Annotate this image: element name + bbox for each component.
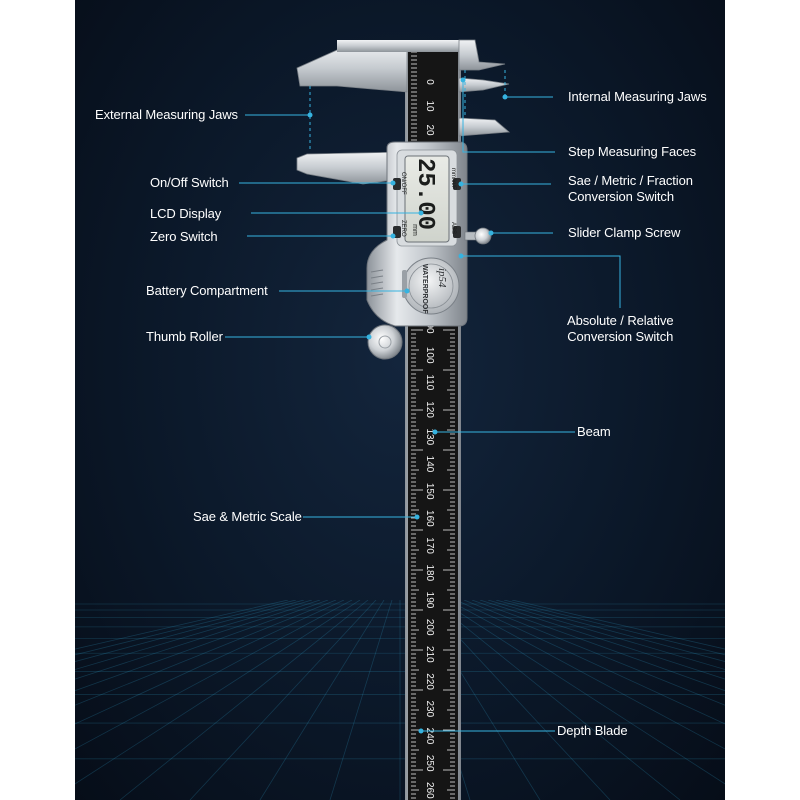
grid-line — [75, 600, 297, 656]
scale-number: 120 — [424, 401, 435, 418]
grid-line — [487, 600, 725, 670]
thumb-roller-hub — [378, 335, 392, 349]
grip-ridges — [370, 269, 384, 297]
grid-line — [503, 600, 725, 656]
mode-button-label: mm/in/F — [450, 168, 456, 190]
grid-line — [479, 600, 725, 680]
label-clamp: Slider Clamp Screw — [568, 225, 681, 240]
label-step-faces: Step Measuring Faces — [568, 144, 697, 159]
jaw-guides — [309, 70, 506, 152]
abs-button[interactable] — [453, 226, 461, 238]
grid-line — [75, 600, 305, 662]
grid-line — [75, 600, 321, 680]
scale-number: 0 — [424, 79, 435, 85]
lcd-screen[interactable] — [404, 155, 450, 243]
battery-cover-ring — [408, 263, 454, 309]
external-jaw-lower — [296, 151, 408, 185]
label-lcd: LCD Display — [150, 206, 222, 221]
scale-ticks — [411, 43, 455, 799]
mode-button[interactable] — [453, 178, 461, 190]
scale-number: 190 — [424, 592, 435, 609]
grid-line — [455, 600, 725, 725]
abs-button-label: ABS — [450, 222, 456, 234]
label-absolute-switch: Absolute / Relative Conversion Switch — [567, 313, 674, 345]
grid-line — [75, 600, 353, 750]
label-external-jaws: External Measuring Jaws — [95, 107, 238, 122]
scale-number: 100 — [424, 347, 435, 364]
label-battery: Battery Compartment — [146, 283, 268, 298]
scale-number: 110 — [424, 374, 435, 390]
zero-button-label: ZERO — [400, 220, 406, 237]
leader-step-faces — [462, 80, 555, 153]
grid-line — [119, 600, 369, 800]
grid-line — [463, 600, 725, 706]
scale-number: 140 — [424, 456, 435, 473]
waterproof-badge: WATERPROOF — [421, 264, 428, 314]
thumb-roller[interactable] — [367, 324, 403, 360]
ip-rating-badge: ip54 — [436, 268, 448, 288]
grid-line — [495, 600, 725, 662]
label-scale: Sae & Metric Scale — [193, 509, 302, 524]
grid-line — [75, 600, 313, 670]
label-absolute-line1: Absolute / Relative — [567, 313, 674, 328]
scale-number: 220 — [424, 673, 435, 690]
internal-jaw-slider — [458, 77, 510, 93]
grid-line — [439, 600, 725, 785]
scale-number: 20 — [424, 124, 435, 136]
callout-dots — [307, 77, 508, 734]
scale-number: 10 — [424, 100, 435, 112]
scale-number: 240 — [424, 728, 435, 745]
label-internal-jaws: Internal Measuring Jaws — [568, 89, 707, 104]
grid-line — [511, 600, 725, 650]
caliper: 0 10 20 90 100 110 120 130 140 150 160 170 180 190 200… — [225, 39, 621, 800]
on-off-button[interactable] — [393, 178, 401, 190]
scale-number: 230 — [424, 700, 435, 717]
scale-number: 200 — [424, 619, 435, 636]
scale-number: 180 — [424, 564, 435, 581]
infographic-panel: 0 10 20 90 100 110 120 130 140 150 160 170 180 190 200… — [75, 0, 725, 800]
grid-line — [75, 600, 289, 650]
lcd-unit: mm — [411, 224, 418, 236]
label-absolute-line2: Conversion Switch — [567, 329, 674, 344]
grid-line — [329, 600, 393, 800]
grid-line — [75, 600, 337, 706]
label-depth-blade: Depth Blade — [557, 723, 628, 738]
grid-line — [189, 600, 377, 800]
leader-absolute — [461, 255, 621, 308]
label-conversion-line2: Conversion Switch — [568, 189, 674, 204]
step-jaw — [458, 117, 510, 137]
lcd-reading: 25.00 — [411, 158, 438, 230]
scale-number: 170 — [424, 537, 435, 554]
grid-line — [75, 600, 329, 692]
scale-number: 150 — [424, 483, 435, 500]
scale-number: 250 — [424, 755, 435, 772]
label-beam: Beam — [577, 424, 611, 439]
grid-line — [431, 600, 681, 800]
battery-cover[interactable] — [402, 257, 460, 315]
label-conversion-line1: Sae / Metric / Fraction — [568, 173, 693, 188]
grid-line — [471, 600, 725, 692]
scale-numbers: 0 10 20 90 100 110 120 130 140 150 160 170 180 190 200… — [424, 79, 435, 799]
label-zero: Zero Switch — [150, 229, 218, 244]
scale-number: 160 — [424, 510, 435, 527]
grid-line — [75, 600, 361, 785]
fixed-jaw-top-bar — [337, 40, 459, 52]
clamp-screw-head[interactable] — [474, 227, 492, 245]
grid-line — [447, 600, 725, 750]
scale-number: 90 — [424, 322, 435, 334]
on-off-button-label: ON/OFF — [400, 172, 406, 195]
grid-line — [75, 600, 345, 725]
grid-line — [259, 600, 385, 800]
label-thumb-roller: Thumb Roller — [146, 329, 223, 344]
scale-number: 210 — [424, 646, 435, 663]
scale-number: 130 — [424, 428, 435, 445]
label-on-off: On/Off Switch — [150, 175, 229, 190]
scale-number: 260 — [424, 782, 435, 799]
label-conversion-switch: Sae / Metric / Fraction Conversion Switc… — [568, 173, 693, 205]
battery-slot — [402, 270, 407, 298]
callout-leaders — [225, 80, 621, 732]
internal-jaw-fixed — [458, 39, 506, 71]
